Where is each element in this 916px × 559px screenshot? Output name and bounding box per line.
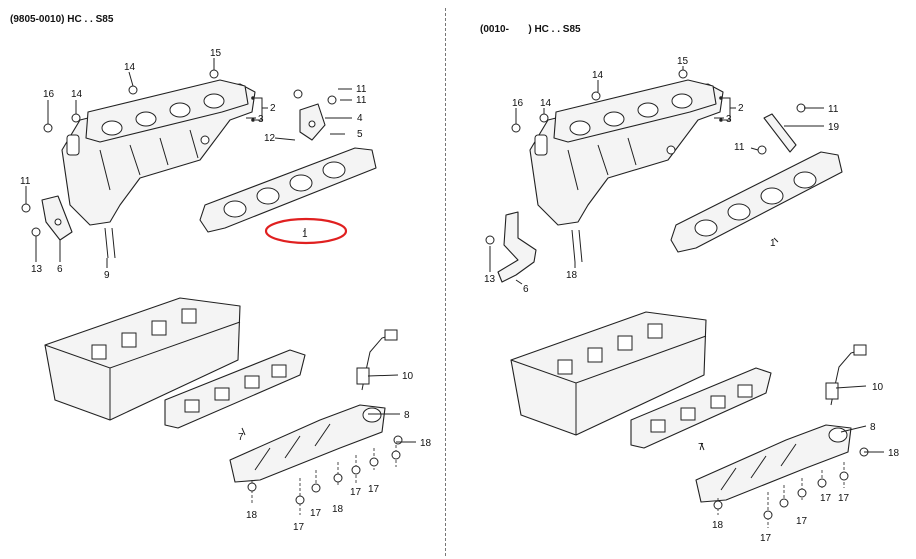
callout-14: 14: [592, 70, 604, 81]
callout-3: 3: [726, 114, 732, 125]
left-diagram-panel: (9805-0010) HC . . S85: [0, 0, 446, 559]
part-10-oxygen-sensor: [356, 329, 398, 391]
callout-17: 17: [350, 487, 362, 498]
callout-17: 17: [368, 484, 380, 495]
left-exploded-view: 15 14 16 14 2 3 11 11 4 5 12 11 1 13 6 9…: [20, 48, 432, 533]
part-6-bracket: [497, 211, 537, 283]
callout-14: 14: [540, 98, 552, 109]
callout-17: 17: [760, 533, 772, 544]
left-panel-header: (9805-0010) HC . . S85: [10, 14, 114, 25]
callout-19: 19: [828, 122, 840, 133]
part-4-bracket: [299, 103, 326, 141]
callout-13: 13: [484, 274, 496, 285]
callout-7: 7: [238, 432, 244, 443]
callout-11: 11: [734, 142, 745, 153]
part-19-bracket: [763, 113, 797, 153]
right-exploded-view: 15 14 16 14 2 3 11 19 11 1 13 6 18 10 8 …: [484, 56, 900, 544]
callout-2: 2: [738, 103, 744, 114]
cylinder-head: [44, 297, 241, 421]
callout-11: 11: [828, 104, 839, 115]
callout-14: 14: [124, 62, 136, 73]
part-8-exhaust-manifold: [695, 424, 852, 503]
callout-15: 15: [210, 48, 222, 59]
callout-18: 18: [420, 438, 432, 449]
callout-17: 17: [820, 493, 832, 504]
callout-4: 4: [357, 113, 363, 124]
callout-5: 5: [357, 129, 363, 140]
callout-1: 1: [302, 229, 308, 240]
fastener-markers: [21, 69, 337, 237]
lower-fasteners: [713, 447, 869, 528]
callout-18: 18: [888, 448, 900, 459]
callout-11: 11: [20, 176, 31, 187]
callout-1: 1: [770, 238, 776, 249]
callout-8: 8: [870, 422, 876, 433]
part-9-stud: [104, 227, 116, 259]
part-7-gasket: [164, 349, 306, 429]
leader-lines: [25, 58, 416, 443]
part-7-gasket: [630, 367, 772, 449]
right-diagram-panel: (0010- ) HC . . S85: [446, 0, 916, 559]
part-1-gasket: [199, 147, 377, 233]
callout-3: 3: [258, 114, 264, 125]
part-6-bracket: [41, 195, 73, 241]
callout-9: 9: [104, 270, 110, 281]
leader-lines: [489, 66, 884, 453]
callout-16: 16: [43, 89, 55, 100]
callout-10: 10: [872, 382, 884, 393]
part-10-oxygen-sensor: [825, 344, 867, 406]
callout-18: 18: [712, 520, 724, 531]
part-18-stud: [571, 229, 583, 263]
callout-10: 10: [402, 371, 414, 382]
right-callout-labels: 15 14 16 14 2 3 11 19 11 1 13 6 18 10 8 …: [484, 56, 900, 544]
part-1-gasket: [670, 151, 843, 253]
callout-17: 17: [796, 516, 808, 527]
callout-17: 17: [310, 508, 322, 519]
callout-6: 6: [523, 284, 529, 295]
callout-11: 11: [356, 84, 367, 95]
callout-12: 12: [264, 133, 276, 144]
callout-11: 11: [356, 95, 367, 106]
panel-divider: [445, 8, 446, 556]
intake-manifold: [61, 79, 256, 226]
intake-manifold: [529, 79, 724, 226]
callout-18: 18: [566, 270, 578, 281]
callout-18: 18: [332, 504, 344, 515]
left-callout-labels: 15 14 16 14 2 3 11 11 4 5 12 11 1 13 6 9…: [20, 48, 432, 533]
callout-2: 2: [270, 103, 276, 114]
callout-15: 15: [677, 56, 689, 67]
callout-17: 17: [293, 522, 305, 533]
callout-17: 17: [838, 493, 850, 504]
cylinder-head: [510, 311, 707, 436]
callout-8: 8: [404, 410, 410, 421]
callout-13: 13: [31, 264, 43, 275]
highlight-ellipse-part-1: [264, 217, 348, 245]
callout-14: 14: [71, 89, 83, 100]
callout-16: 16: [512, 98, 524, 109]
right-panel-header: (0010- ) HC . . S85: [480, 24, 581, 35]
callout-6: 6: [57, 264, 63, 275]
callout-18: 18: [246, 510, 258, 521]
part-8-exhaust-manifold: [229, 404, 386, 483]
callout-7: 7: [698, 442, 704, 453]
